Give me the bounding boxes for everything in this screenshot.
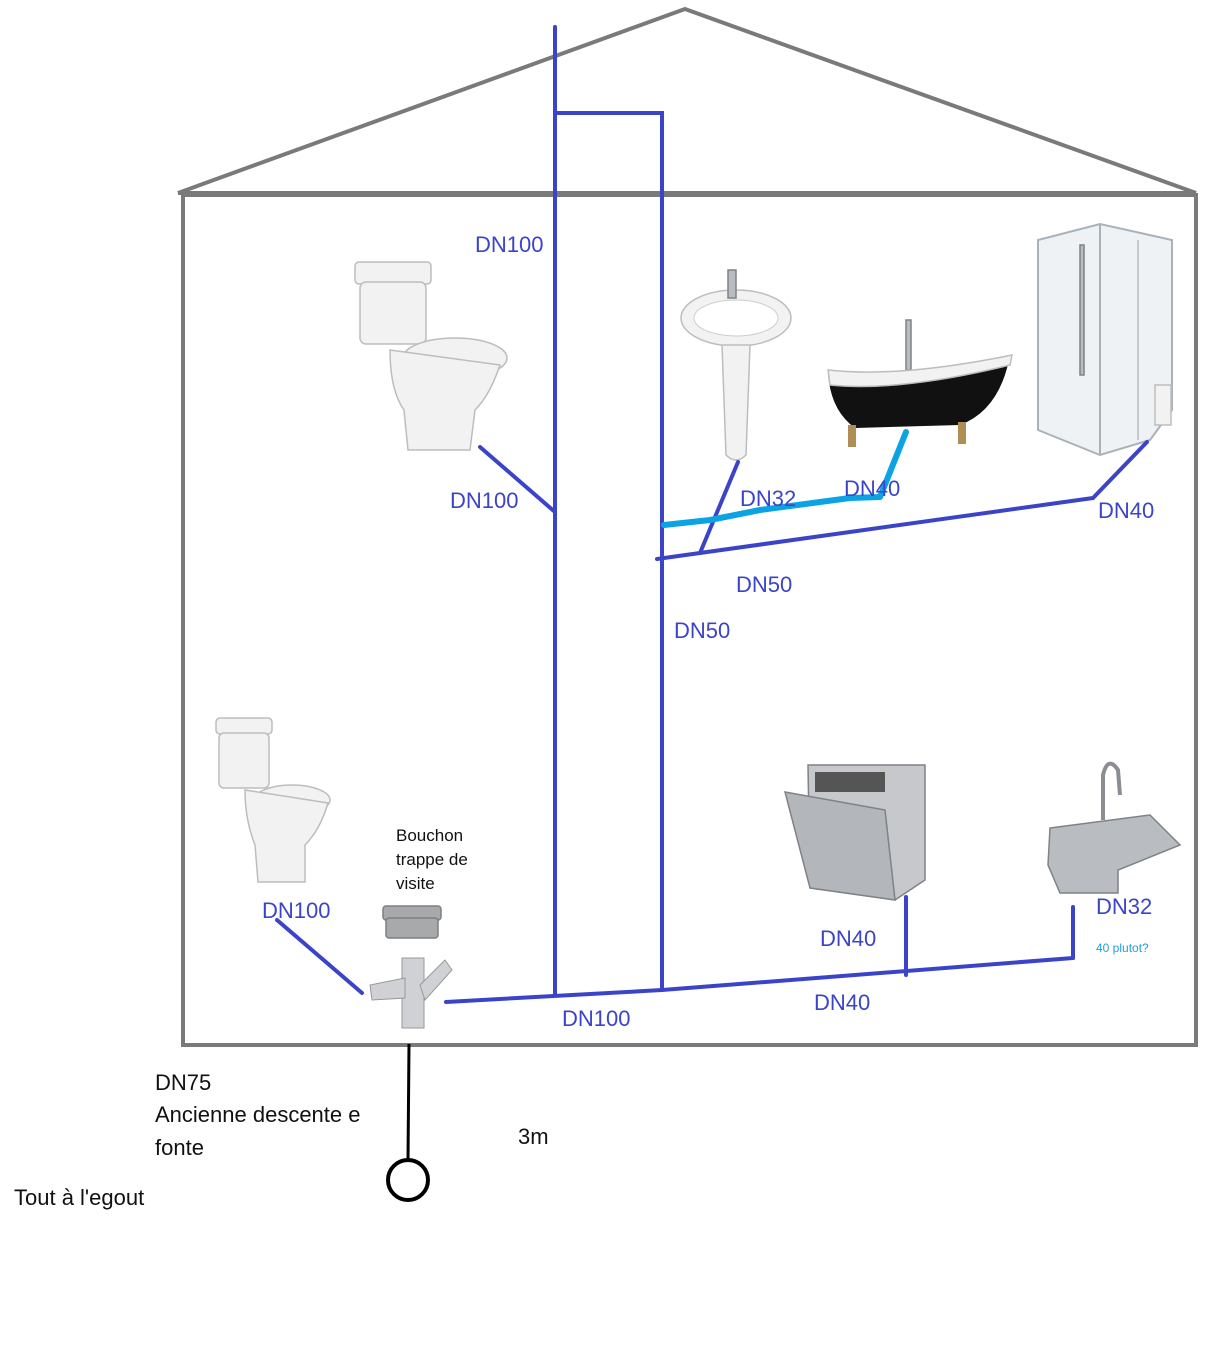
label-toilet-lower: DN100 bbox=[262, 898, 330, 923]
label-bath: DN40 bbox=[844, 476, 900, 501]
cap-label-line2: trappe de bbox=[396, 850, 468, 869]
pipes bbox=[275, 25, 1149, 1202]
toilet-upper-icon bbox=[354, 261, 508, 451]
kitchen-sink-icon bbox=[1047, 761, 1182, 894]
label-lavabo: DN32 bbox=[740, 486, 796, 511]
kitchen-note: 40 plutot? bbox=[1096, 941, 1149, 955]
label-toilet-upper: DN100 bbox=[450, 488, 518, 513]
outlet-label-line1: DN75 bbox=[155, 1070, 211, 1095]
label-stack-upper: DN100 bbox=[475, 232, 543, 257]
sewer-label: Tout à l'egout bbox=[14, 1185, 144, 1210]
label-shower: DN40 bbox=[1098, 498, 1154, 523]
washbasin-icon bbox=[680, 269, 792, 461]
toilet-lower-icon bbox=[215, 717, 331, 883]
house-outline bbox=[177, 6, 1198, 1047]
y-fitting-icon bbox=[369, 957, 453, 1029]
cap-label-line3: visite bbox=[396, 874, 435, 893]
label-riser-dn50: DN50 bbox=[674, 618, 730, 643]
outlet-label-line2: Ancienne descente e bbox=[155, 1102, 361, 1127]
bathtub-icon bbox=[827, 319, 1013, 447]
distance-label: 3m bbox=[518, 1124, 549, 1149]
outlet-label-line3: fonte bbox=[155, 1135, 204, 1160]
shower-cabin-icon bbox=[1037, 222, 1173, 457]
label-collector-upper: DN50 bbox=[736, 572, 792, 597]
inspection-cap-icon bbox=[382, 905, 442, 939]
label-main-collector: DN100 bbox=[562, 1006, 630, 1031]
label-collector-lower: DN40 bbox=[814, 990, 870, 1015]
cap-label-line1: Bouchon bbox=[396, 826, 463, 845]
sewer-connection-icon bbox=[386, 1158, 430, 1202]
label-kitchen-sink: DN32 bbox=[1096, 894, 1152, 919]
dishwasher-icon bbox=[783, 764, 926, 901]
label-dishwasher: DN40 bbox=[820, 926, 876, 951]
